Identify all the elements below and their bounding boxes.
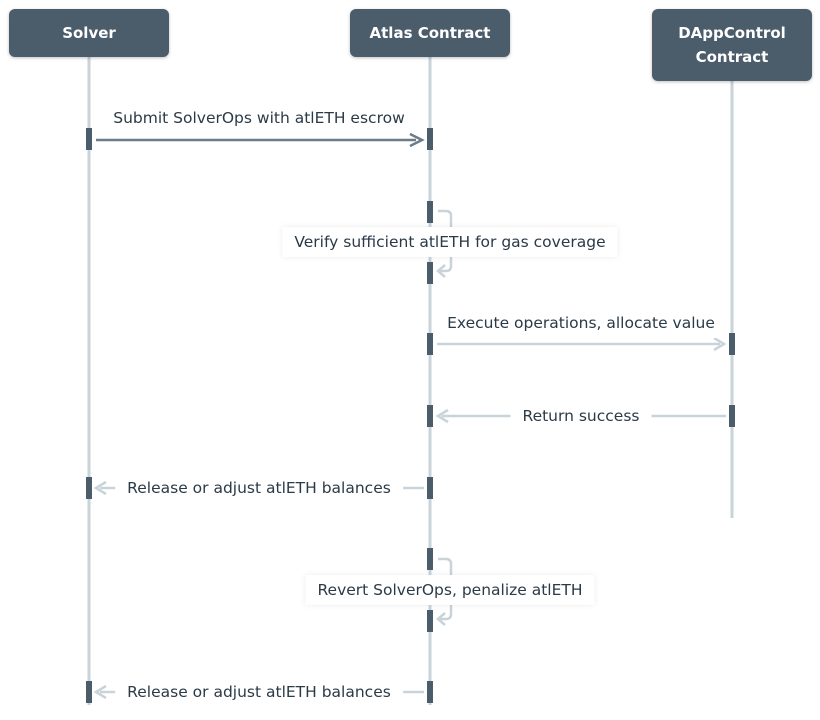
arrow-head xyxy=(713,336,727,352)
message-label: Release or adjust atlETH balances xyxy=(115,473,403,503)
activation-bar xyxy=(86,128,92,150)
arrow-head xyxy=(436,612,446,626)
message-label: Revert SolverOps, penalize atlETH xyxy=(305,575,595,605)
participant-label: Atlas Contract xyxy=(369,24,491,42)
arrow-head xyxy=(435,408,449,424)
arrow-head xyxy=(436,264,446,278)
message-label: Execute operations, allocate value xyxy=(435,308,727,338)
activation-bar xyxy=(427,201,433,223)
activation-bar xyxy=(427,262,433,284)
message-label: Return success xyxy=(510,401,652,431)
activation-bar xyxy=(427,128,433,150)
activation-bar xyxy=(427,477,433,499)
message-label: Release or adjust atlETH balances xyxy=(115,677,403,707)
activation-bar xyxy=(86,681,92,703)
participant-label: Solver xyxy=(62,24,116,42)
activation-bar xyxy=(729,333,735,355)
message-label: Verify sufficient atlETH for gas coverag… xyxy=(282,227,618,257)
arrow-head xyxy=(93,684,107,700)
participant-atlas-contract: Atlas Contract xyxy=(350,9,510,57)
activation-bar xyxy=(729,405,735,427)
participant-solver: Solver xyxy=(9,9,169,57)
message-label: Submit SolverOps with atlETH escrow xyxy=(101,103,417,133)
arrow-head xyxy=(93,480,107,496)
participant-dappcontrol-contract: DAppControl Contract xyxy=(652,9,812,81)
activation-bar xyxy=(427,548,433,570)
arrow-head xyxy=(409,132,425,148)
participant-label: DAppControl Contract xyxy=(678,24,786,66)
activation-bar xyxy=(427,333,433,355)
activation-bar xyxy=(427,681,433,703)
activation-bar xyxy=(427,405,433,427)
activation-bar xyxy=(86,477,92,499)
activation-bar xyxy=(427,610,433,632)
